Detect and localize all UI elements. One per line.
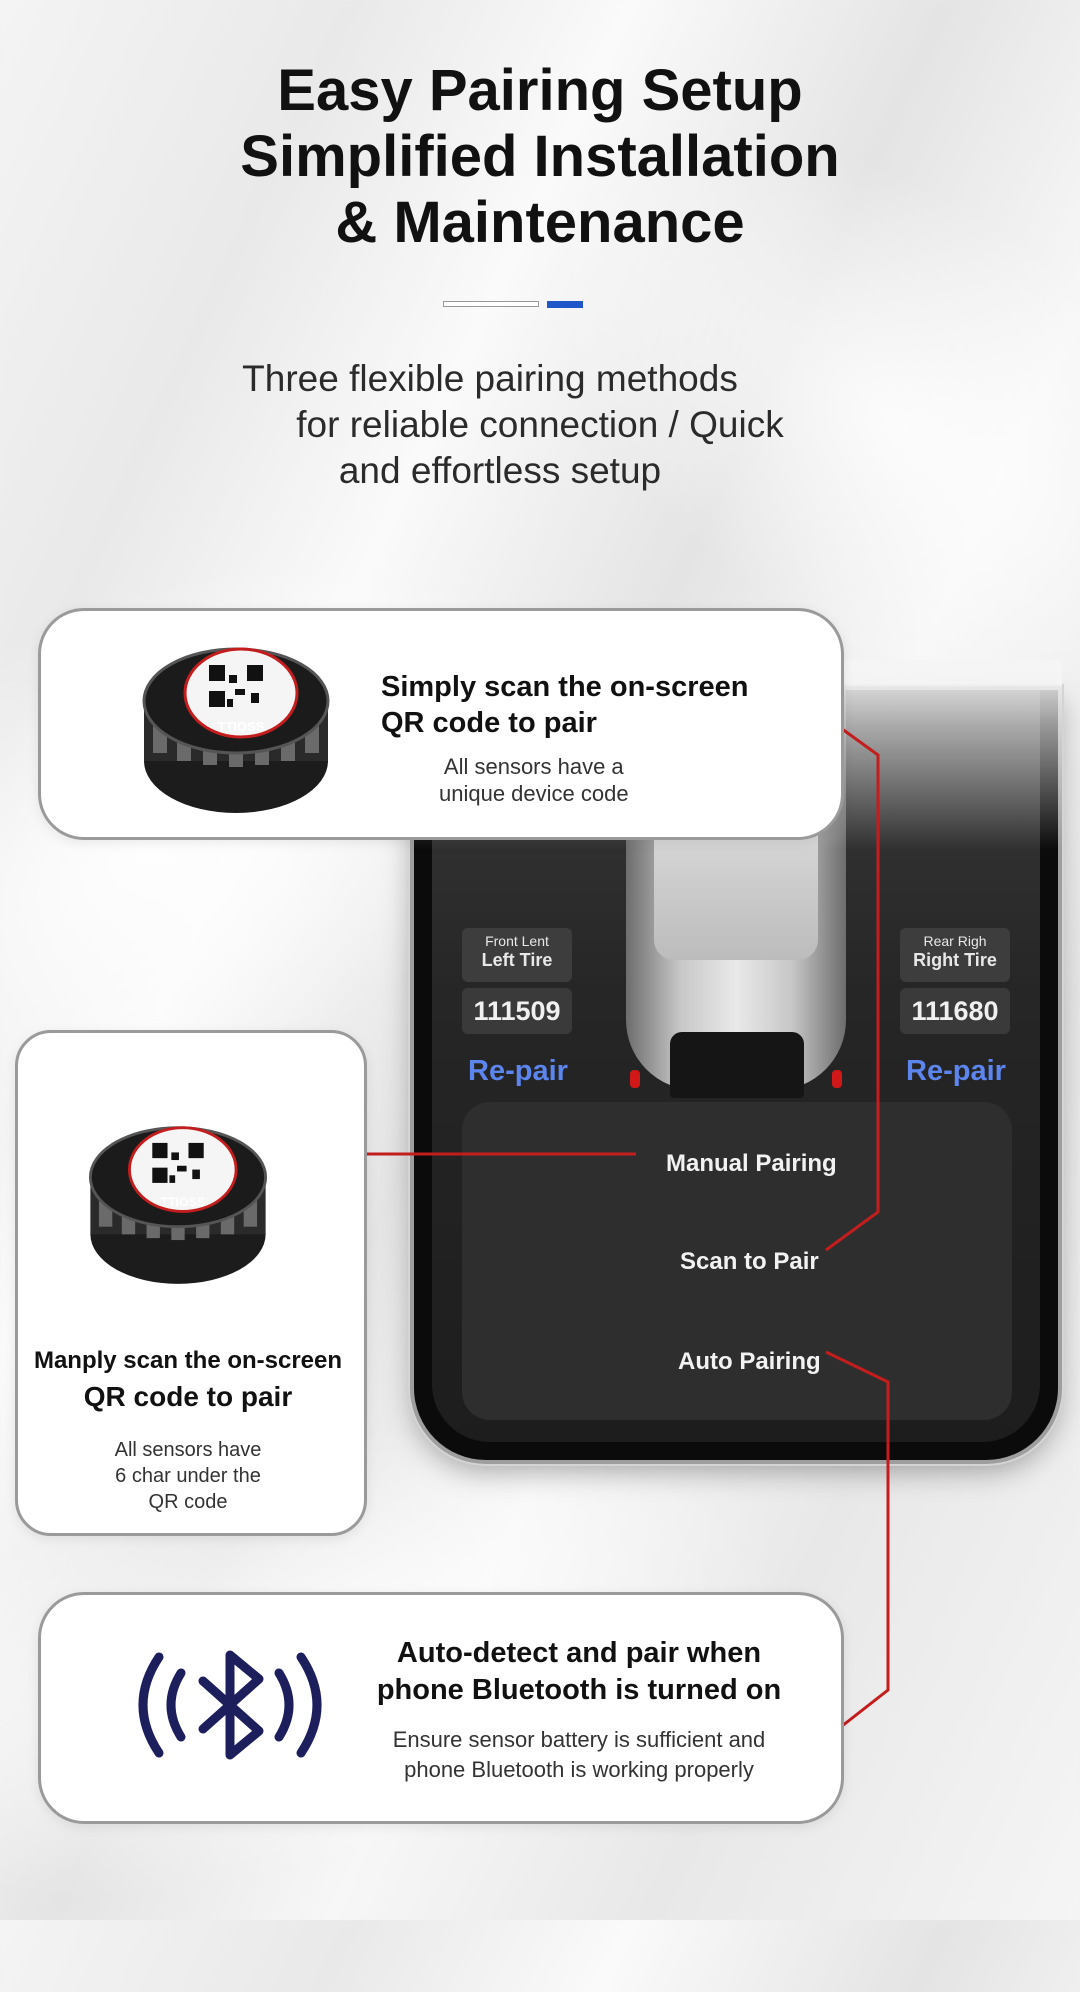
- rear-right-tire-label: Reаr Righ Right Tire: [900, 928, 1010, 982]
- manual-pairing-card: TTIOSS Manply scan the on-screen QR code…: [15, 1030, 367, 1536]
- auto-card-body: Ensure sensor battery is sufficient and …: [357, 1725, 801, 1785]
- indicator-dash-active[interactable]: [547, 301, 583, 308]
- slide-indicator[interactable]: [443, 301, 583, 311]
- manual-card-heading: Manply scan the on-screen QR code to pai…: [18, 1343, 358, 1415]
- car-taillight-right: [832, 1070, 842, 1088]
- subtitle-line-3: and effortless setup: [338, 450, 662, 491]
- auto-card-heading: Auto-detect and pair when phone Bluetoot…: [357, 1635, 801, 1709]
- manual-card-heading-line1: Manply scan the on-screen: [33, 1347, 343, 1374]
- sensor-brand-text: TTIOSS: [218, 719, 265, 734]
- auto-card-body-line2: phone Bluetooth is working properly: [404, 1757, 754, 1782]
- scan-to-pair-option[interactable]: Scan to Pair: [680, 1248, 819, 1275]
- title-line-2: Simplified Installation: [240, 124, 840, 189]
- subtitle-line-1: Three flexible pairing methods: [242, 358, 738, 399]
- auto-pairing-option[interactable]: Auto Pairing: [678, 1348, 821, 1375]
- auto-card-heading-line1: Auto-detect and pair when: [396, 1637, 762, 1669]
- rear-right-repair-button[interactable]: Re-pair: [906, 1055, 1006, 1087]
- front-left-tire-code: 111509: [462, 988, 572, 1034]
- manual-card-body-line3: QR code: [148, 1491, 228, 1513]
- tpms-sensor-icon: TTIOSS: [142, 647, 330, 813]
- front-left-label-line1: Front Lеnt: [485, 933, 549, 949]
- front-left-repair-button[interactable]: Re-pair: [468, 1055, 568, 1087]
- page-title: Easy Pairing Setup Simplified Installati…: [0, 58, 1080, 256]
- scan-qr-card: TTIOSS Simply scan the on-screen QR code…: [38, 608, 844, 840]
- front-left-label-line2: Left Tire: [481, 950, 553, 970]
- scan-card-heading-line2: QR code to pair: [381, 707, 597, 739]
- auto-card-body-line1: Ensure sensor battery is sufficient and: [392, 1727, 766, 1752]
- tpms-sensor-icon-2: TTIOSS: [88, 1126, 268, 1284]
- manual-card-body: All sensors have 6 char under the QR cod…: [18, 1437, 358, 1515]
- manual-card-body-line1: All sensors have: [114, 1439, 262, 1461]
- title-line-1: Easy Pairing Setup: [277, 58, 803, 123]
- subtitle: Three flexible pairing methods for relia…: [190, 356, 890, 494]
- scan-card-body-line1: All sensors have a: [443, 754, 624, 779]
- indicator-dash-inactive[interactable]: [443, 301, 539, 307]
- scan-card-heading-line1: Simply scan the on-screen: [381, 671, 749, 703]
- rear-right-tire-code: 111680: [900, 988, 1010, 1034]
- manual-card-heading-line2: QR code to pair: [83, 1381, 293, 1412]
- subtitle-line-2: for reliable connection / Quick: [296, 404, 784, 445]
- rear-right-label-line1: Reаr Righ: [923, 933, 987, 949]
- auto-pairing-card: Auto-detect and pair when phone Bluetoot…: [38, 1592, 844, 1824]
- car-taillight-left: [630, 1070, 640, 1088]
- manual-pairing-option[interactable]: Manual Pairing: [666, 1150, 837, 1177]
- rear-right-label-line2: Right Tire: [913, 950, 997, 970]
- auto-card-heading-line2: phone Bluetooth is turned on: [376, 1674, 782, 1706]
- manual-card-body-line2: 6 char under the: [115, 1465, 261, 1487]
- pairing-options-panel: Manual Pairing Scan to Pair Auto Pairing: [462, 1102, 1012, 1420]
- sensor-brand-text-2: TTIOSS: [160, 1195, 205, 1209]
- scan-card-body-line2: unique device code: [439, 781, 629, 806]
- scan-card-body: All sensors have a unique device code: [439, 753, 629, 807]
- front-left-tire-label: Front Lеnt Left Tire: [462, 928, 572, 982]
- title-line-3: & Maintenance: [335, 190, 745, 255]
- car-rear-window: [670, 1032, 804, 1098]
- scan-card-heading: Simply scan the on-screen QR code to pai…: [381, 669, 748, 741]
- bluetooth-icon: [138, 1650, 322, 1760]
